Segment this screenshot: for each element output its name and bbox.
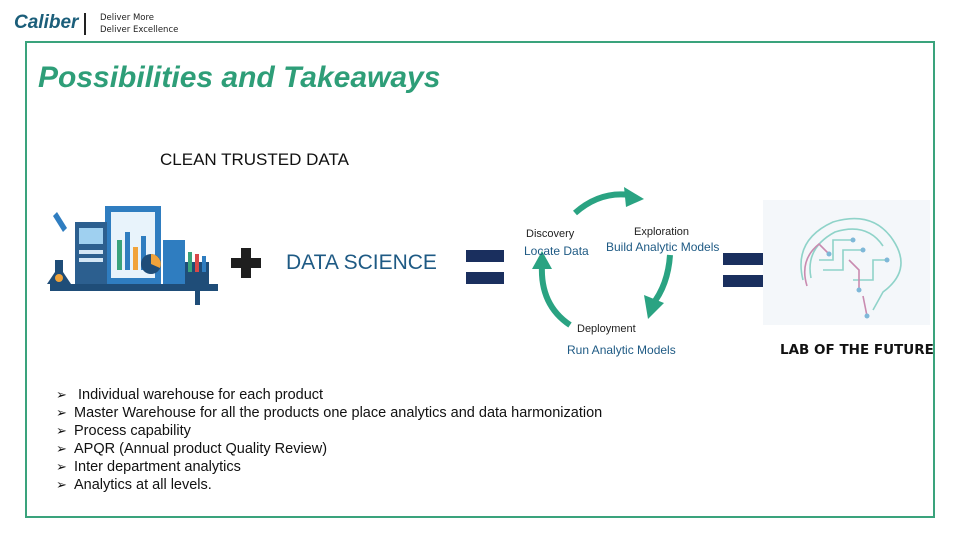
list-item-text: Master Warehouse for all the products on… <box>74 405 603 421</box>
list-item: ➢ Master Warehouse for all the products o… <box>56 404 602 422</box>
list-item-text: Analytics at all levels. <box>74 477 212 493</box>
cycle-run-models-label: Run Analytic Models <box>567 343 676 357</box>
slide-frame <box>25 41 935 518</box>
circuit-brain-icon <box>763 200 930 325</box>
arrow-bullet-icon: ➢ <box>56 387 67 402</box>
slide-title: Possibilities and Takeaways <box>38 61 441 94</box>
brand-divider <box>84 13 86 35</box>
list-item-text: APQR (Annual product Quality Review) <box>74 441 328 457</box>
list-item-text: Individual warehouse for each product <box>74 387 324 403</box>
arrow-bullet-icon: ➢ <box>56 405 67 420</box>
clean-data-label: CLEAN TRUSTED DATA <box>160 150 349 169</box>
list-item-text: Process capability <box>74 423 191 439</box>
lab-of-the-future-label: LAB OF THE FUTURE <box>780 342 934 358</box>
arrow-bullet-icon: ➢ <box>56 477 67 492</box>
list-item: ➢ Individual warehouse for each product <box>56 386 602 404</box>
equals-icon <box>466 250 504 284</box>
brand-logo-text: Caliber <box>14 12 79 33</box>
cycle-arrow-left <box>538 264 572 328</box>
tagline-line-1: Deliver More <box>100 13 155 23</box>
takeaways-list: ➢ Individual warehouse for each product … <box>56 386 602 494</box>
cycle-deployment-label: Deployment <box>577 323 636 335</box>
data-science-label: DATA SCIENCE <box>286 251 437 274</box>
cycle-arrow-right <box>649 254 673 307</box>
list-item: ➢ Inter department analytics <box>56 458 602 476</box>
cycle-build-models-label: Build Analytic Models <box>606 240 720 254</box>
list-item-text: Inter department analytics <box>74 459 241 475</box>
cycle-discovery-label: Discovery <box>526 228 575 240</box>
equals-icon <box>723 253 763 287</box>
plus-icon <box>231 248 261 278</box>
list-item: ➢ Analytics at all levels. <box>56 476 602 494</box>
tagline-line-2: Deliver Excellence <box>100 25 179 35</box>
arrow-bullet-icon: ➢ <box>56 459 67 474</box>
tagline: Deliver More Deliver Excellence <box>100 12 178 36</box>
cycle-locate-data-label: Locate Data <box>524 244 589 258</box>
arrow-bullet-icon: ➢ <box>56 441 67 456</box>
arrow-bullet-icon: ➢ <box>56 423 67 438</box>
list-item: ➢ APQR (Annual product Quality Review) <box>56 440 602 458</box>
cycle-arrows <box>532 187 673 328</box>
list-item: ➢ Process capability <box>56 422 602 440</box>
cycle-exploration-label: Exploration <box>634 226 690 238</box>
cycle-arrow-top <box>573 191 631 216</box>
lab-equipment-icon <box>47 206 218 305</box>
